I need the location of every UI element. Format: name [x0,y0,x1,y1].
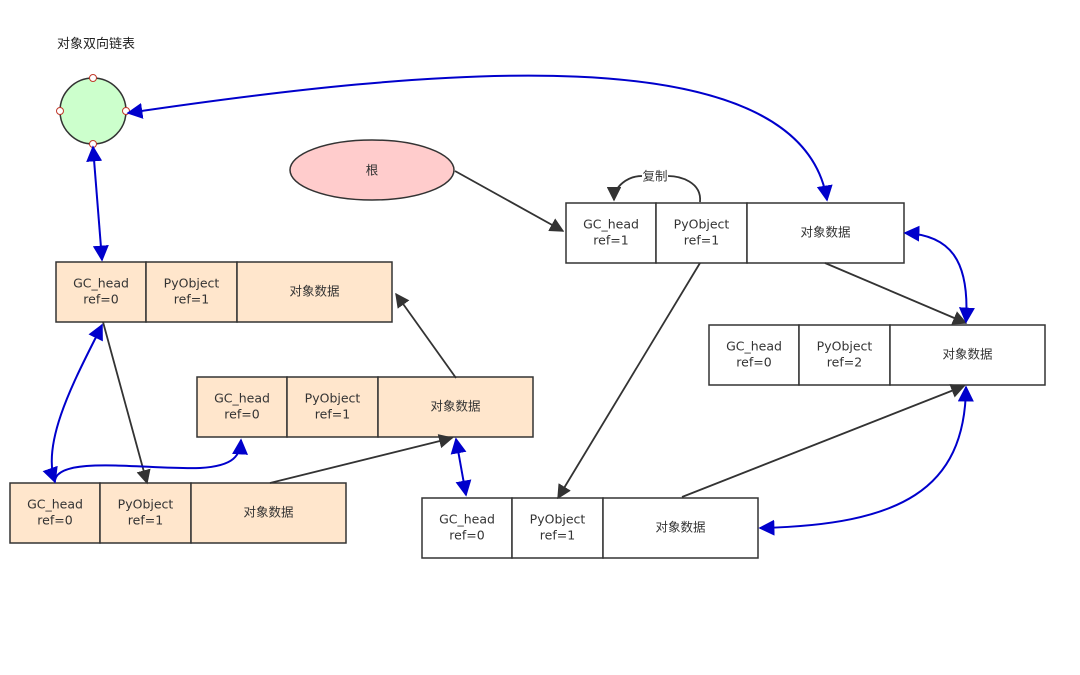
gc-head-cell-text: ref=0 [37,513,72,528]
ref-arrow [395,292,457,379]
gc-link-arrow [758,385,974,536]
object-data-cell-text: 对象数据 [430,399,480,414]
pyobject-cell-text: ref=2 [827,355,862,370]
object-data-cell [746,202,905,264]
ref-arrow [681,384,966,498]
object-data-cell [889,324,1046,386]
gc-head-cell-text: ref=0 [83,292,118,307]
gc-head-cell-text: GC_head [726,339,782,354]
pyobject-cell-text: ref=1 [540,528,575,543]
pyobject-cell [99,482,192,544]
list-head-node [56,74,130,148]
object-data-cell-text: 对象数据 [289,284,339,299]
gc-head-cell-text: GC_head [73,276,129,291]
gc-link-arrow [42,323,103,484]
pyobject-cell-text: PyObject [674,217,730,232]
diagram-title: 对象双向链表 [57,37,136,52]
pyobject-cell-text: PyObject [118,497,174,512]
gc-head-cell-text: GC_head [583,217,639,232]
gc-head-cell-text: ref=1 [593,233,628,248]
ref-arrow [557,262,701,500]
gc-link-arrow [126,74,833,202]
gc-head-cell [9,482,101,544]
gc-list-links [42,74,975,536]
list-head-circle [59,77,127,145]
ref-arrow [102,321,151,485]
gc-head-cell [196,376,288,438]
pyobject-cell [511,497,604,559]
pyobject-cell [145,261,238,323]
root-node: 根 [289,139,455,201]
gc-head-cell [421,497,513,559]
copy-loop-arrow [606,175,643,202]
object-data-cell [190,482,347,544]
gc-head-cell-text: GC_head [27,497,83,512]
object-data-cell [377,376,534,438]
ref-arrow [454,170,565,232]
pyobject-cell-text: PyObject [164,276,220,291]
pyobject-cell [655,202,748,264]
ref-arrow [269,434,454,484]
object-data-cell-text: 对象数据 [243,505,293,520]
copy-label: 复制 [642,169,667,184]
pyobject-cell-text: PyObject [305,391,361,406]
gc-link-arrow [903,225,975,324]
gc-head-cell-text: GC_head [439,512,495,527]
objects-layer: GC_headref=0PyObjectref=1对象数据GC_headref=… [9,202,1046,559]
gc-link-arrow [86,145,109,262]
object-data-cell [602,497,759,559]
anchor-point [89,140,97,148]
gc-head-cell-text: ref=0 [224,407,259,422]
object-data-cell-text: 对象数据 [655,520,705,535]
pyobject-cell [798,324,891,386]
pyobject-cell-text: PyObject [530,512,586,527]
gc-head-cell-text: GC_head [214,391,270,406]
gc-link-arrow [450,437,472,497]
object-data-cell-text: 对象数据 [942,347,992,362]
copy-loop-arrow [667,175,701,203]
ref-arrow [824,262,968,325]
pyobject-cell-text: PyObject [817,339,873,354]
gc-head-cell-text: ref=0 [449,528,484,543]
root-label: 根 [366,163,379,178]
gc-head-cell [565,202,657,264]
anchor-point [89,74,97,82]
anchor-point [56,107,64,115]
pyobject-cell-text: ref=1 [128,513,163,528]
pyobject-cell-text: ref=1 [684,233,719,248]
pyobject-cell-text: ref=1 [315,407,350,422]
gc-head-cell-text: ref=0 [736,355,771,370]
pyobject-cell-text: ref=1 [174,292,209,307]
gc-link-arrow [54,438,249,481]
object-data-cell [236,261,393,323]
object-data-cell-text: 对象数据 [800,225,850,240]
pyobject-cell [286,376,379,438]
copy-loop: 复制 [606,169,701,203]
